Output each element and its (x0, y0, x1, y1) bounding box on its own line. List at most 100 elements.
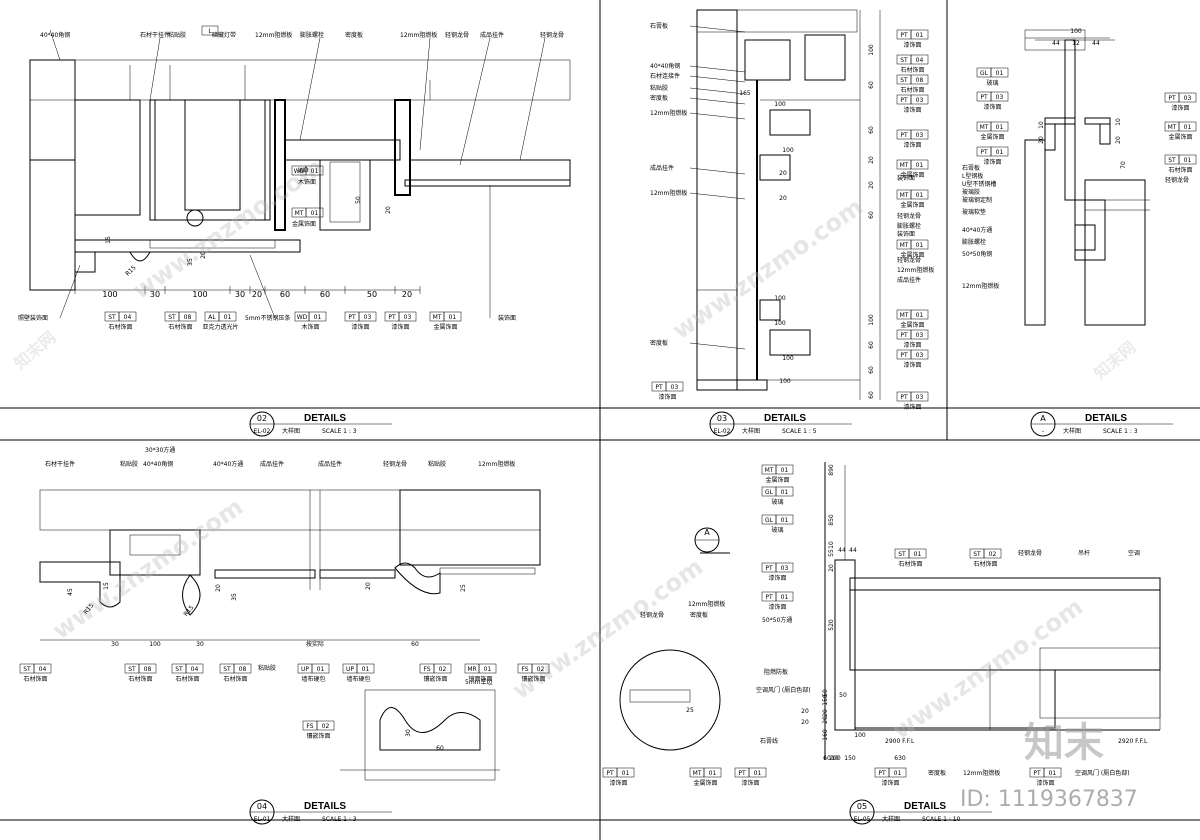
callout-label: 30*30方通 (145, 446, 175, 454)
watermark-text: www.znzmo.com (47, 493, 248, 645)
material-tag-code: ST (128, 666, 136, 673)
material-tag-code: PT (900, 394, 908, 401)
material-tag-number: 03 (364, 314, 372, 321)
leader-line (689, 75, 746, 83)
material-tag-name: 金属饰面 (433, 323, 457, 331)
dimension-value: 100 (149, 641, 161, 648)
dimension-value: 100 (102, 290, 117, 299)
material-tag-name: 石材饰面 (900, 66, 924, 74)
dimension-value: 150 (844, 755, 856, 762)
material-tag-number-box (356, 663, 375, 674)
callout-label: 40*40方通 (962, 226, 992, 234)
material-tag-name: 漆饰面 (1171, 104, 1189, 112)
material-tag-number: 01 (781, 467, 789, 474)
material-tag-code: PT (388, 314, 396, 321)
material-tag-code: UP (346, 666, 354, 673)
brand-text: 知末 (1023, 720, 1104, 766)
material-tag-name: 墙布硬包 (346, 675, 370, 683)
material-tag-code: ST (1168, 157, 1176, 164)
dimension-value: 520 (828, 619, 835, 631)
detail-subtitle: 大样图 (882, 815, 900, 823)
material-tag-code: WD (294, 168, 305, 175)
callout-label: 粘贴胶 (650, 84, 668, 92)
detail-title: DETAILS (304, 413, 346, 424)
material-tag-name: 漆饰面 (881, 779, 899, 787)
detail-ref: EL-02 (254, 428, 271, 435)
detail-subtitle: 大样图 (282, 815, 300, 823)
dimension-value: 100 (868, 314, 875, 326)
leader-line (689, 87, 746, 95)
material-tag-number-box (531, 663, 550, 674)
detail-subtitle: 大样图 (742, 427, 760, 435)
dimension-value: 10 (1038, 121, 1045, 129)
dimension-value: 44 (849, 547, 857, 554)
material-tag-name: 镜面饰面 (468, 675, 492, 683)
callout-label: 玻璃钢定制 (962, 196, 992, 204)
material-tag-name: 漆饰面 (903, 403, 921, 411)
material-tag-number: 01 (916, 312, 924, 319)
material-tag-number: 01 (996, 70, 1004, 77)
material-tag-number-box (990, 121, 1009, 132)
dimension-value: 100 (782, 147, 794, 154)
material-tag-name: 漆饰面 (351, 323, 369, 331)
dimension-value: 按实际 (306, 640, 324, 648)
material-tag-name: 漆饰面 (983, 103, 1001, 111)
detail-number: 02 (257, 414, 267, 423)
callout-label: 5mm车边 (465, 678, 493, 686)
callout-label: 成品挂件 (650, 164, 674, 172)
dimension-value: 100 (774, 101, 786, 108)
callout-label: 吊杆 (1078, 549, 1090, 557)
material-tag-name: 玻璃 (771, 498, 783, 506)
callout-label: 12mm阻燃板 (255, 31, 292, 39)
material-tag-number: 03 (781, 565, 789, 572)
material-tag-number-box (443, 311, 462, 322)
dimension-value: 60 (868, 366, 875, 374)
dimension-value: 20 (215, 584, 222, 592)
material-tag-name: 漆饰面 (609, 779, 627, 787)
material-tag-code: MT (693, 770, 702, 777)
material-tag-number-box (1178, 92, 1197, 103)
callout-label: 轻钢龙骨 (1165, 176, 1189, 184)
material-tag-name: 石材饰面 (168, 323, 192, 331)
dimension-value: 30 (111, 641, 119, 648)
material-tag-code: PT (900, 132, 908, 139)
callout-label: 12mm阻燃板 (963, 769, 1000, 777)
material-tag-code: PT (765, 594, 773, 601)
material-tag-name: 石材饰面 (973, 560, 997, 568)
callout-label: 粘贴胶 (120, 460, 138, 468)
material-tag-number-box (910, 29, 929, 40)
material-tag-number: 03 (996, 94, 1004, 101)
watermark-brand: 知末 (1010, 710, 1104, 768)
level-label: 2920 F.F.L (1118, 738, 1148, 745)
callout-label: 轻钢龙骨 (897, 256, 921, 264)
dimension-value: 850 (828, 514, 835, 526)
leader-line (689, 65, 746, 73)
material-tag-number: 01 (484, 666, 492, 673)
callout-label: 装饰面 (897, 174, 915, 182)
callout-label: 12mm阻燃板 (478, 460, 515, 468)
material-tag-code: PT (900, 352, 908, 359)
material-tag-code: ST (223, 666, 231, 673)
material-tag-number-box (990, 67, 1009, 78)
material-tag-number-box (33, 663, 52, 674)
material-tag-name: 金属饰面 (980, 133, 1004, 141)
